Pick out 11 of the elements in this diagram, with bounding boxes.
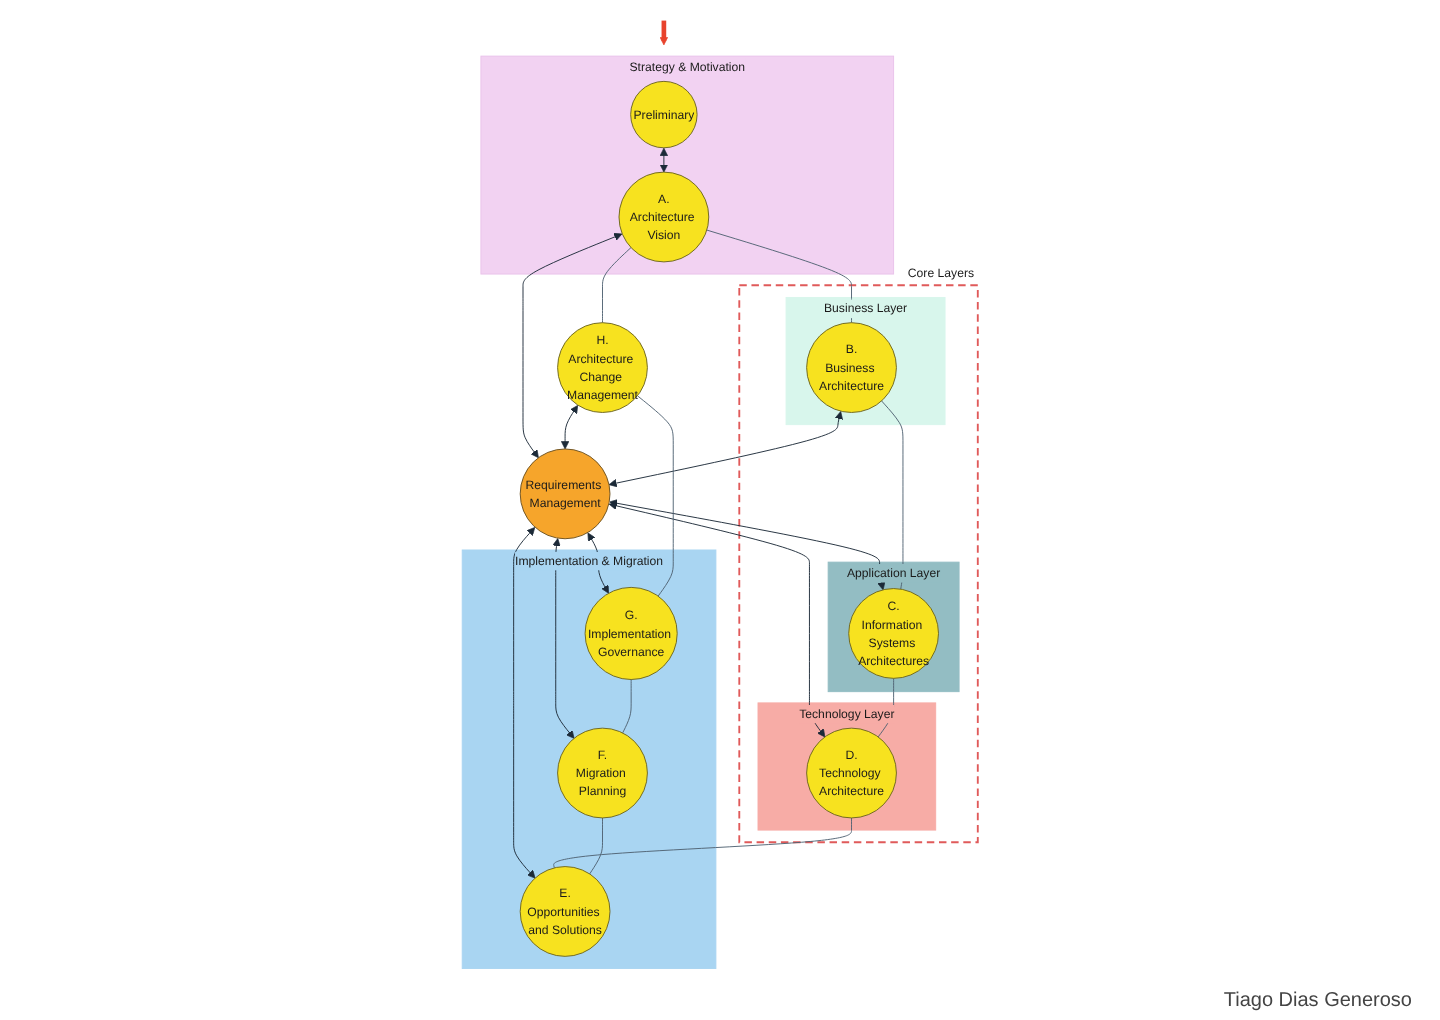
connector: [706, 229, 852, 324]
connector: [602, 247, 632, 324]
cluster: [738, 284, 979, 844]
connector: [881, 400, 904, 590]
connector: [637, 395, 674, 597]
connector: [622, 679, 632, 734]
connector: [589, 817, 603, 875]
author-credit: Tiago Dias Generoso: [1223, 990, 1412, 1012]
arrow: [659, 20, 668, 46]
arrow: [659, 147, 668, 173]
connector: [553, 817, 852, 869]
